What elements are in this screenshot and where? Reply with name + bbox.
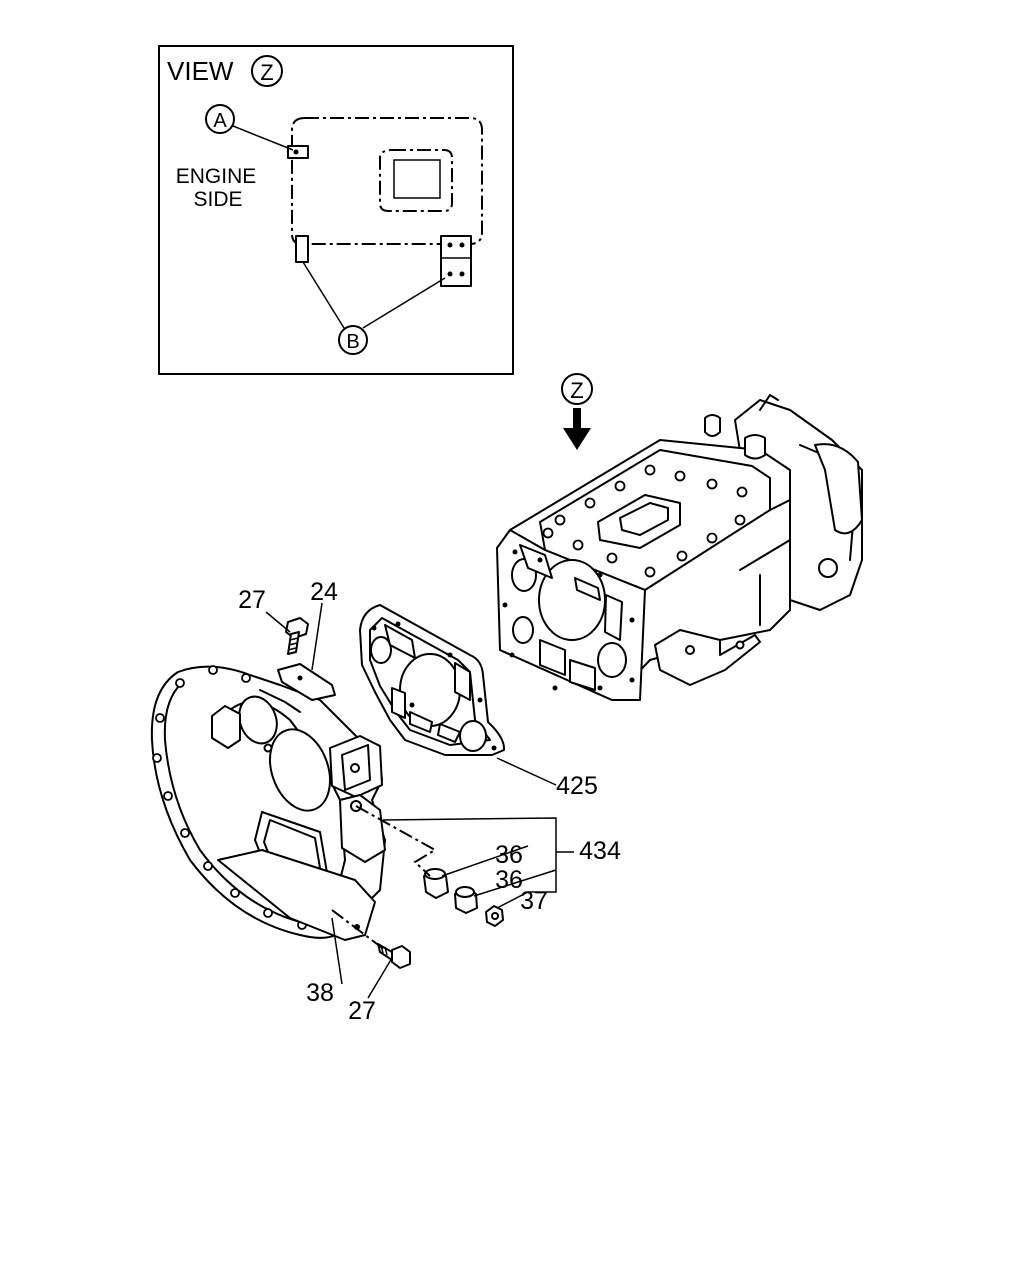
clutch-housing [150,665,386,941]
label-36-b: 36 [495,866,523,894]
label-27-bottom: 27 [348,997,376,1025]
engine-side-line1: ENGINE [176,165,257,188]
label-425: 425 [556,772,598,800]
bolt-27-top [285,617,309,655]
view-marker-circle [251,55,283,87]
view-arrow: Z [561,373,593,450]
marker-b-letter: B [346,331,359,353]
bushing-36-a [423,868,449,899]
gasket-425 [359,604,506,756]
transmission-case [496,394,863,701]
nut-37 [485,905,504,927]
bracket-b-left [295,235,309,263]
view-z-inset: VIEW Z A ENGINE SIDE B [158,45,514,375]
label-37: 37 [520,887,548,915]
bushing-36-b [454,886,478,914]
view-title: VIEW [167,56,234,86]
engine-side-line2: SIDE [193,188,242,211]
inner-cover-window [393,159,441,199]
marker-b-circle [338,325,368,355]
arrow-marker-circle [561,373,593,405]
bracket-b-right [440,235,472,287]
inner-cover [379,149,453,212]
view-marker-letter: Z [260,60,273,85]
label-24: 24 [310,578,338,606]
cover-plate-24 [277,663,336,701]
arrow-marker-letter: Z [570,378,583,403]
marker-a-letter: A [213,110,227,132]
label-434: 434 [579,837,621,865]
marker-a-circle [205,104,235,134]
label-36-a: 36 [495,841,523,869]
leader-lines [265,602,574,999]
label-27-top: 27 [238,586,266,614]
label-38: 38 [306,979,334,1007]
